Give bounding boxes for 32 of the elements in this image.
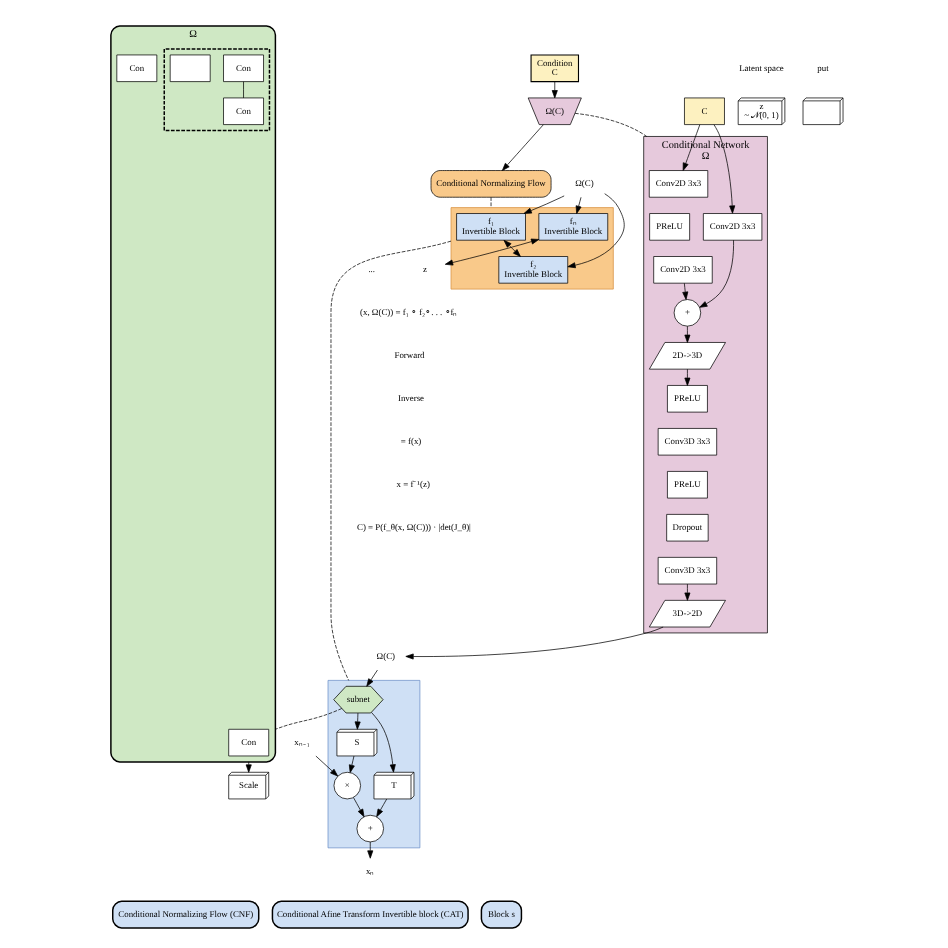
arrow: [682, 124, 701, 171]
arrow: [684, 583, 691, 601]
arrow: [551, 81, 558, 99]
arrow: [366, 669, 378, 687]
arrow: [315, 755, 339, 777]
arrow: [444, 238, 540, 266]
arrow: [713, 124, 736, 214]
arrow: [348, 755, 355, 773]
arrow: [501, 124, 544, 171]
arrow: [682, 282, 689, 300]
connector: [330, 240, 452, 681]
arrow: [503, 239, 521, 257]
connector: [490, 196, 492, 208]
arrow: [567, 193, 625, 269]
arrow: [405, 626, 664, 660]
connector: [574, 112, 648, 137]
connector: [275, 708, 343, 730]
arrow: [575, 196, 582, 214]
cluster: [163, 48, 271, 132]
arrow: [367, 841, 374, 859]
arrow: [353, 797, 365, 818]
arrow: [523, 195, 565, 214]
connector: [243, 81, 244, 99]
arrow: [699, 239, 734, 308]
arrow: [371, 712, 396, 773]
cluster: [110, 25, 277, 763]
arrow: [684, 325, 691, 343]
arrow: [354, 712, 361, 730]
arrow: [376, 798, 388, 817]
arrow: [245, 761, 252, 773]
arrow: [684, 368, 691, 386]
node-box: [169, 54, 211, 82]
